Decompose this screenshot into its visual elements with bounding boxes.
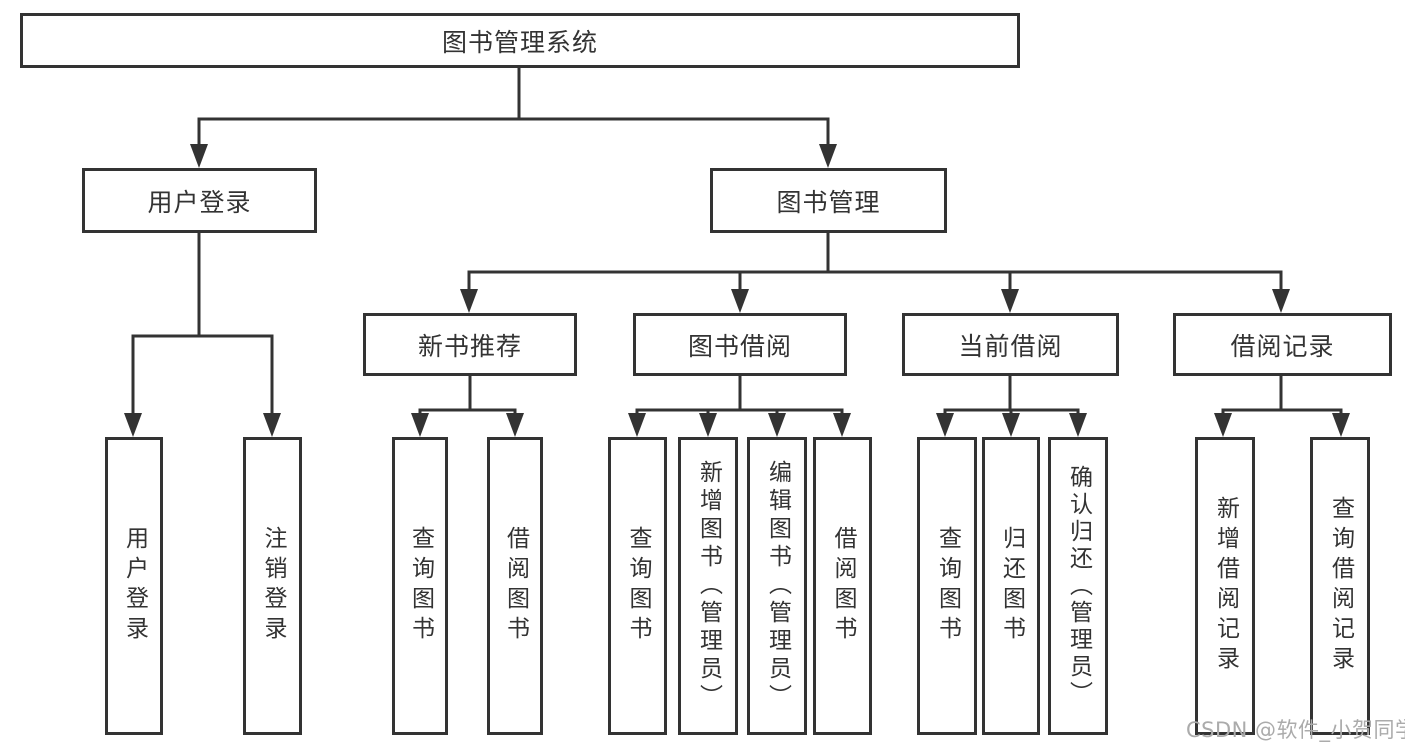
leaf-edit-books-admin: 编辑图书（管理员）: [747, 437, 807, 735]
leaf-label: 编辑图书（管理员）: [764, 460, 791, 712]
edge-level2-branch: [197, 117, 830, 148]
leaf-label: 查询图书: [934, 526, 961, 646]
leaf-label: 查询图书: [407, 526, 434, 646]
leaf-query-borrow-record: 查询借阅记录: [1310, 437, 1370, 735]
leaf-borrow-books: 借阅图书: [487, 437, 543, 735]
leaf-label: 借阅图书: [830, 526, 856, 646]
edge-userlogin-branch: [131, 334, 274, 417]
leaf-query-books: 查询图书: [917, 437, 977, 735]
leaf-query-books: 查询图书: [392, 437, 448, 735]
edge-bookborrow-branch: [635, 408, 844, 417]
leaf-label: 注销登录: [260, 526, 286, 646]
leaf-label: 归还图书: [998, 526, 1025, 646]
node-book-management: 图书管理: [710, 168, 947, 233]
node-label: 新书推荐: [417, 331, 522, 361]
csdn-watermark: CSDN @软件_小贺同学: [1186, 718, 1405, 742]
leaf-label: 新增借阅记录: [1212, 496, 1239, 676]
leaf-label: 确认归还（管理员）: [1065, 464, 1092, 708]
edge-newbook-branch: [418, 408, 517, 417]
leaf-query-books: 查询图书: [608, 437, 667, 735]
node-label: 当前借阅: [958, 331, 1063, 361]
edge-borrowrecord-branch: [1221, 408, 1343, 417]
leaf-borrow-books: 借阅图书: [813, 437, 872, 735]
node-label: 用户登录: [147, 187, 252, 217]
node-label: 图书管理: [776, 187, 881, 217]
leaf-add-borrow-record: 新增借阅记录: [1195, 437, 1255, 735]
node-user-login: 用户登录: [82, 168, 317, 233]
node-label: 图书管理系统: [441, 27, 598, 57]
node-label: 借阅记录: [1230, 331, 1335, 361]
node-label: 图书借阅: [687, 331, 792, 361]
node-book-borrow: 图书借阅: [633, 313, 847, 376]
leaf-confirm-return-admin: 确认归还（管理员）: [1048, 437, 1108, 735]
edge-level3-branch: [467, 270, 1283, 293]
arrowheads: [124, 144, 1350, 437]
leaf-label: 查询图书: [625, 526, 651, 646]
node-borrow-records: 借阅记录: [1173, 313, 1392, 376]
leaf-return-books: 归还图书: [982, 437, 1040, 735]
leaf-logout: 注销登录: [243, 437, 302, 735]
leaf-user-login: 用户登录: [105, 437, 163, 735]
leaf-label: 借阅图书: [502, 526, 529, 646]
leaf-label: 用户登录: [121, 526, 148, 646]
node-current-borrow: 当前借阅: [902, 313, 1119, 376]
leaf-label: 查询借阅记录: [1327, 496, 1354, 676]
node-library-management-system: 图书管理系统: [20, 13, 1020, 68]
leaf-label: 新增图书（管理员）: [695, 460, 722, 712]
leaf-add-books-admin: 新增图书（管理员）: [678, 437, 738, 735]
node-new-book-recommend: 新书推荐: [363, 313, 577, 376]
